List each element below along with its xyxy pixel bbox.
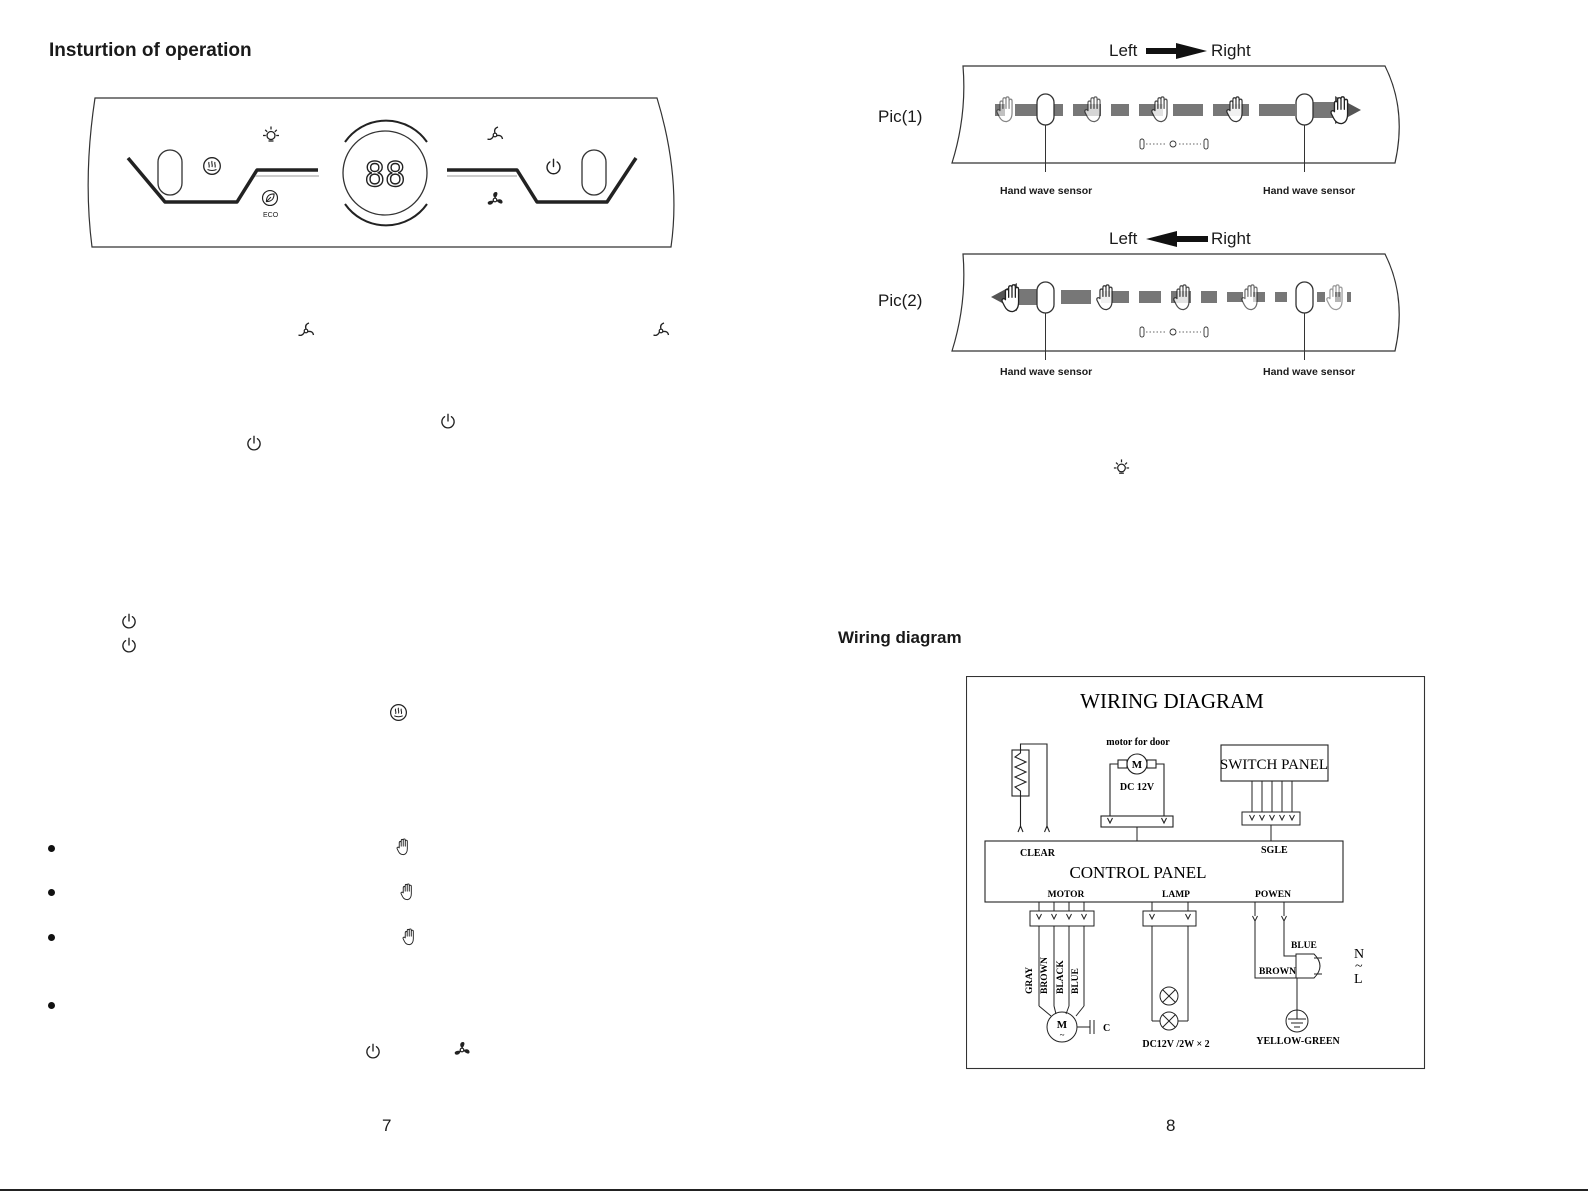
fan-low-icon[interactable]: [485, 125, 505, 145]
page-number: 8: [1166, 1116, 1176, 1135]
hand-icon: [995, 95, 1017, 124]
heater-element: [1011, 743, 1051, 833]
sgle-label: SGLE: [1261, 845, 1288, 856]
control-panel-label: CONTROL PANEL: [1069, 863, 1206, 882]
hand-wave-sensor-label: Hand wave sensor: [1000, 185, 1093, 197]
svg-text:M: M: [1057, 1019, 1068, 1031]
bullet: [48, 845, 55, 852]
yellow-green-label: YELLOW-GREEN: [1256, 1036, 1340, 1047]
hand-wave-sensor-label: Hand wave sensor: [1263, 366, 1356, 378]
power-icon: [120, 612, 138, 630]
power-icon[interactable]: [544, 157, 563, 176]
direction-right-label: Right: [1211, 229, 1251, 248]
heat-icon: [389, 703, 408, 722]
brown-label: BROWN: [1259, 967, 1296, 977]
l-label: L: [1354, 972, 1363, 987]
fan-low-icon: [296, 321, 316, 341]
hand-wave-sensor-label: Hand wave sensor: [1000, 366, 1093, 378]
wiring-heading: Wiring diagram: [838, 628, 962, 647]
wiring-title: WIRING DIAGRAM: [1080, 689, 1264, 713]
fan-low-icon: [651, 321, 671, 341]
svg-text:~: ~: [1060, 1030, 1065, 1040]
blue-label: BLUE: [1291, 941, 1317, 951]
bullet: [48, 1002, 55, 1009]
power-icon: [120, 636, 138, 654]
wiring-diagram: WIRING DIAGRAM motor for door M DC 12V S…: [966, 676, 1426, 1070]
dc12v-label: DC 12V: [1120, 782, 1155, 793]
hand-icon: [401, 927, 418, 947]
svg-text:M: M: [1132, 759, 1143, 771]
n-label: N: [1354, 947, 1364, 962]
bullet: [48, 889, 55, 896]
power-icon: [245, 434, 263, 452]
pic2-label: Pic(2): [878, 291, 923, 310]
direction-left-label: Left: [1109, 229, 1138, 248]
hand-icon: [1329, 95, 1353, 126]
clear-label: CLEAR: [1020, 848, 1056, 859]
direction-right-label: Right: [1211, 41, 1251, 60]
hand-wave-sensor-label: Hand wave sensor: [1263, 185, 1356, 197]
hand-icon: [1000, 283, 1024, 314]
lamp-rating-label: DC12V /2W × 2: [1142, 1039, 1209, 1050]
light-icon[interactable]: [261, 125, 281, 145]
lamp-label: LAMP: [1162, 890, 1190, 900]
switch-panel-label: SWITCH PANEL: [1220, 757, 1328, 773]
center-display: 88: [342, 119, 428, 227]
eco-label: ECO: [263, 212, 279, 219]
light-icon: [1112, 458, 1131, 477]
svg-text:BLACK: BLACK: [1056, 960, 1066, 994]
control-panel-illustration: 88: [87, 97, 675, 248]
fan-high-icon: [452, 1040, 472, 1060]
svg-text:GRAY: GRAY: [1025, 967, 1035, 994]
hand-icon: [1150, 95, 1172, 124]
svg-text:BLUE: BLUE: [1071, 968, 1081, 994]
left-sensor-window: [126, 149, 319, 204]
heat-icon[interactable]: [202, 156, 222, 176]
hand-icon: [1325, 283, 1347, 312]
hand-icon: [1095, 283, 1117, 312]
arrow-left-icon: [1146, 231, 1208, 247]
tilde-label: ~: [1355, 959, 1363, 974]
door-motor: [1100, 753, 1174, 828]
fan-high-icon[interactable]: [485, 190, 505, 210]
page-heading: Insturtion of operation: [49, 40, 252, 61]
right-sensor-window: [447, 149, 638, 204]
hand-icon: [1172, 283, 1194, 312]
svg-text:C: C: [1103, 1023, 1110, 1034]
powen-label: POWEN: [1255, 890, 1291, 900]
hand-icon: [399, 882, 416, 902]
hand-icon: [395, 837, 412, 857]
arrow-right-icon: [1146, 43, 1207, 59]
hand-icon: [1083, 95, 1105, 124]
pic1-label: Pic(1): [878, 107, 923, 126]
digit-display: 88: [365, 155, 406, 195]
motor-for-door-label: motor for door: [1106, 737, 1170, 748]
motor-label: MOTOR: [1048, 890, 1085, 900]
power-icon: [439, 412, 457, 430]
power-icon: [364, 1042, 382, 1060]
svg-text:BROWN: BROWN: [1040, 957, 1050, 994]
eco-icon[interactable]: [261, 189, 279, 207]
hand-icon: [1240, 283, 1262, 312]
hand-icon: [1225, 95, 1247, 124]
bullet: [48, 934, 55, 941]
direction-left-label: Left: [1109, 41, 1138, 60]
page-number: 7: [382, 1116, 392, 1135]
page-bottom-edge: [0, 1189, 1588, 1191]
